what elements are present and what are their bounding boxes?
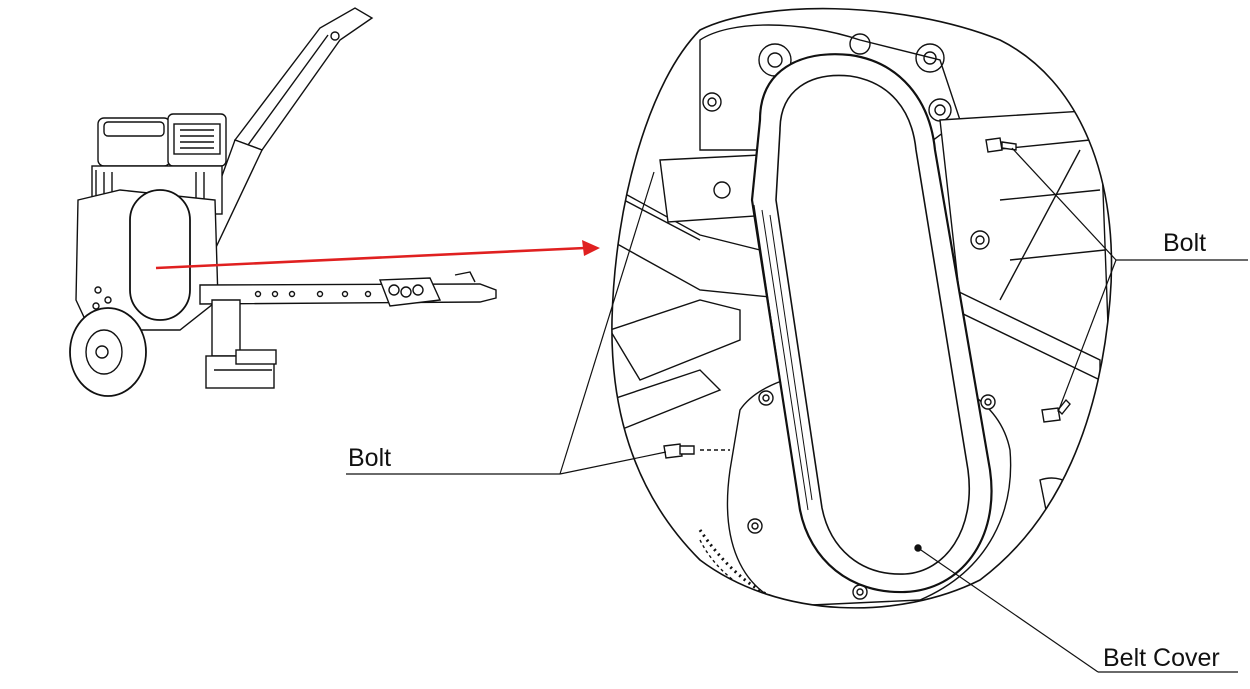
belt-cover-detail-view [611, 7, 1113, 609]
bolt-right-label: Bolt [1163, 229, 1207, 257]
bolt-icon [663, 443, 730, 459]
stand-leg [205, 299, 277, 389]
detail-view-outline [611, 7, 1113, 609]
tow-bar [199, 271, 497, 307]
wheel [69, 307, 147, 397]
belt-cover-shape [750, 53, 993, 594]
belt-cover-label: Belt Cover [1103, 644, 1220, 672]
bolt-icon [1041, 398, 1071, 423]
zoom-arrow [155, 240, 600, 270]
chipper-body [75, 189, 219, 331]
bolt-left-label: Bolt [348, 444, 392, 472]
wood-chipper-overview [69, 7, 497, 397]
leader-lines [346, 147, 1248, 673]
